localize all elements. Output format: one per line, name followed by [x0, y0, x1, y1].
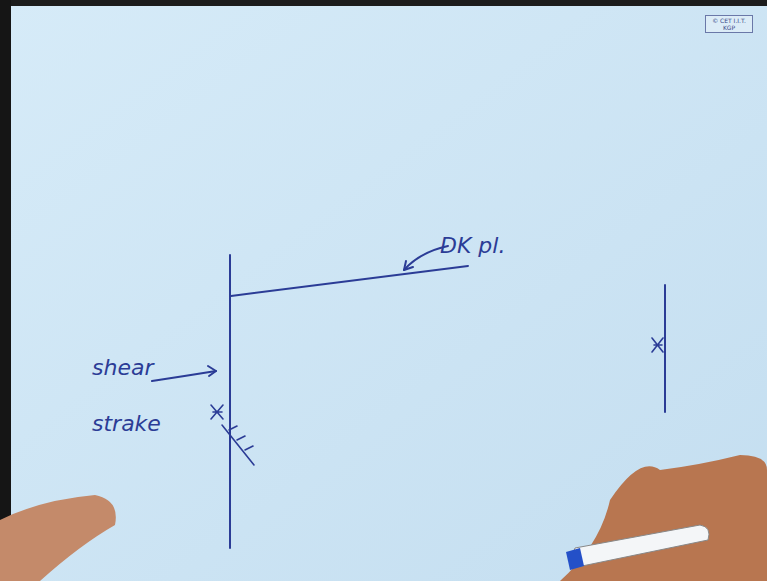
left-edge	[0, 0, 11, 581]
hand	[560, 455, 767, 581]
marker	[573, 525, 709, 566]
arrow-head	[404, 261, 413, 270]
hatch-mark	[222, 425, 254, 465]
part-label: DK pl.	[440, 232, 505, 260]
marker-tip	[566, 548, 584, 570]
weld-mark	[211, 405, 223, 419]
deck-plate-line	[231, 266, 468, 296]
hand	[0, 495, 116, 581]
side-shell-line	[229, 255, 231, 548]
leader-line	[152, 371, 216, 381]
section-line	[664, 285, 666, 412]
weld-mark	[652, 338, 663, 352]
watermark: © CET I.I.T. KGP	[705, 15, 753, 33]
top-edge	[0, 0, 767, 6]
arrow-head	[208, 366, 216, 376]
part-label: shear strake	[92, 340, 187, 452]
